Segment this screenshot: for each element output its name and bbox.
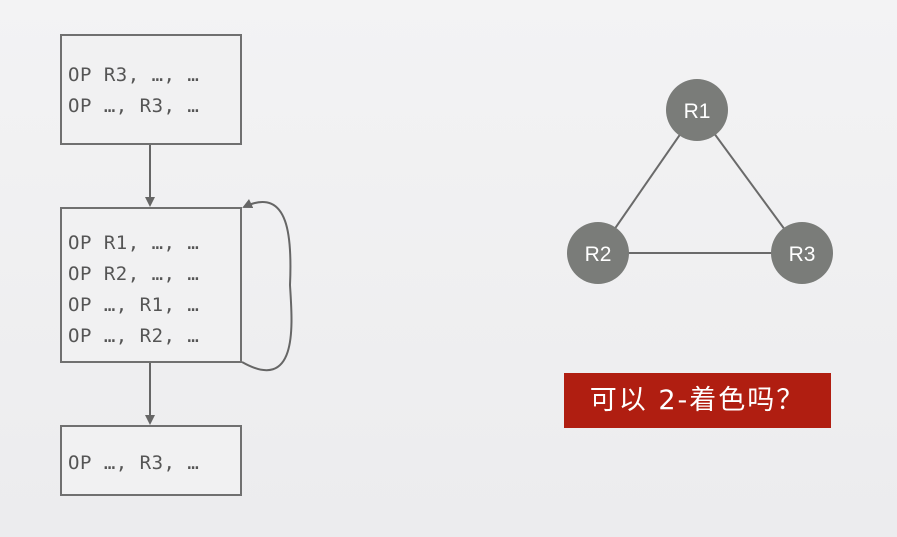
node-r3: R3 bbox=[771, 222, 833, 284]
code-line: OP R2, …, … bbox=[68, 263, 200, 285]
code-line: OP R3, …, … bbox=[68, 64, 200, 86]
basic-block-1: OP R3, …, … OP …, R3, … bbox=[60, 34, 242, 145]
basic-block-2: OP R1, …, … OP R2, …, … OP …, R1, … OP …… bbox=[60, 207, 242, 363]
code-line: OP …, R3, … bbox=[68, 452, 200, 474]
node-r3-label: R3 bbox=[789, 243, 816, 266]
basic-block-3: OP …, R3, … bbox=[60, 425, 242, 496]
node-r2: R2 bbox=[567, 222, 629, 284]
node-r2-label: R2 bbox=[585, 243, 612, 266]
node-r1: R1 bbox=[666, 79, 728, 141]
code-line: OP R1, …, … bbox=[68, 232, 200, 254]
node-r1-label: R1 bbox=[684, 100, 711, 123]
code-line: OP …, R3, … bbox=[68, 95, 200, 117]
code-line: OP …, R1, … bbox=[68, 294, 200, 316]
question-banner: 可以 2-着色吗？ bbox=[564, 373, 831, 428]
code-line: OP …, R2, … bbox=[68, 325, 200, 347]
loop-back-arrow bbox=[241, 199, 293, 371]
